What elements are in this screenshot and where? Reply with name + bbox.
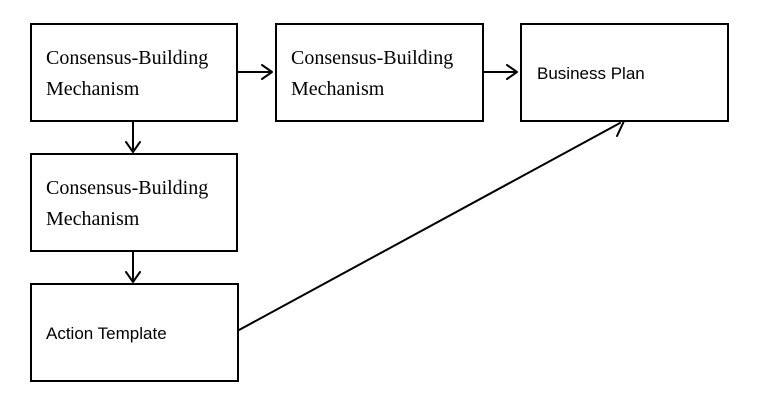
box-d-label-line-2: Mechanism	[46, 208, 140, 230]
consensus-building-mechanism-box-top-middle: Consensus-Building Mechanism	[275, 23, 484, 122]
arrow-b-to-c-head	[506, 64, 518, 80]
box-a-label-line-2: Mechanism	[46, 78, 140, 100]
box-b-label-line-2: Mechanism	[291, 78, 385, 100]
action-template-label: Action Template	[46, 324, 167, 343]
box-d-label: Consensus-Building Mechanism	[46, 173, 208, 235]
box-a-label: Consensus-Building Mechanism	[46, 43, 208, 105]
box-d-label-line-1: Consensus-Building	[46, 177, 209, 199]
arrow-e-to-c-line	[238, 122, 621, 331]
box-a-label-line-1: Consensus-Building	[46, 47, 209, 69]
business-plan-box: Business Plan	[520, 23, 729, 122]
consensus-building-mechanism-box-top-left: Consensus-Building Mechanism	[30, 23, 238, 122]
arrow-a-to-b-head	[261, 64, 273, 80]
arrow-d-to-e-head	[125, 271, 141, 283]
arrow-a-to-d-head	[125, 141, 141, 153]
box-b-label: Consensus-Building Mechanism	[291, 43, 453, 105]
box-b-label-line-1: Consensus-Building	[291, 47, 454, 69]
action-template-box: Action Template	[30, 283, 239, 382]
business-plan-label: Business Plan	[537, 64, 645, 83]
consensus-building-mechanism-box-middle-left: Consensus-Building Mechanism	[30, 153, 238, 252]
